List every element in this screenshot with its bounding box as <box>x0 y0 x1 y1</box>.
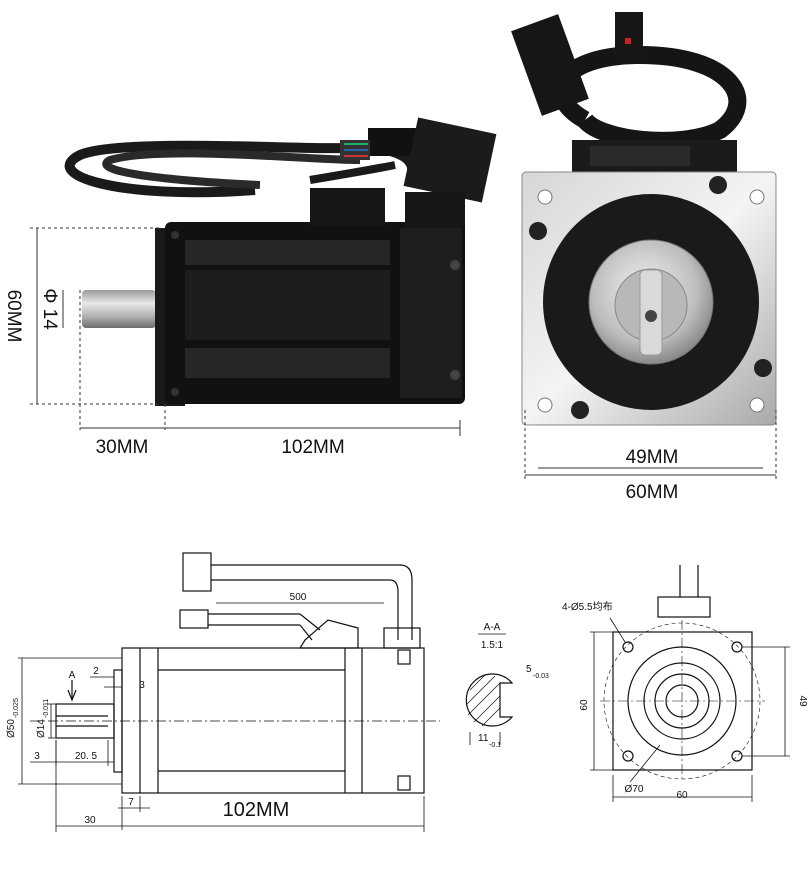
holes-label: 4-Ø5.5均布 <box>562 601 613 613</box>
shaft-length-label: 30MM <box>96 437 149 458</box>
dia-50-label: Ø50 <box>6 719 17 738</box>
height-label: 60MM <box>3 290 24 343</box>
dim-3-top-label: 3 <box>139 680 145 691</box>
screw <box>571 401 589 419</box>
connector <box>403 117 497 203</box>
key-width-label: 5 <box>526 664 532 675</box>
key-height-tol: -0.1 <box>489 742 501 749</box>
dim-30-label: 30 <box>84 815 96 826</box>
technical-front-drawing <box>590 565 790 802</box>
connector <box>615 12 643 60</box>
front-drawing-labels: 4-Ø5.5均布 60 49 Ø70 60 <box>562 601 808 801</box>
motor-side-photo: 60MM Φ 14 30MM 102MM <box>3 117 497 458</box>
screw <box>529 222 547 240</box>
section-scale: 1.5:1 <box>481 640 504 651</box>
encoder-connector <box>182 552 212 592</box>
dia-70-label: Ø70 <box>625 784 644 795</box>
bottom-60-label: 60 <box>676 790 688 801</box>
key-width-tol: -0.03 <box>533 673 549 680</box>
dia-50-tol-label: -0.025 <box>13 698 20 718</box>
technical-side-drawing <box>18 552 440 832</box>
dim-7-label: 7 <box>128 797 134 808</box>
section-mark-a: A <box>69 670 76 681</box>
bolt-span-label: 49MM <box>626 447 679 468</box>
shaft <box>82 290 156 328</box>
screw <box>754 359 772 377</box>
connector <box>511 14 589 116</box>
power-connector <box>179 609 209 629</box>
mount-hole <box>622 750 634 762</box>
key-height-label: 11 <box>478 733 489 744</box>
side-49-label: 49 <box>797 695 808 707</box>
section-title: A-A <box>484 622 501 633</box>
dim-20-5-label: 20. 5 <box>75 751 98 762</box>
side-60-label: 60 <box>579 699 590 711</box>
cable-length-label: 500 <box>290 592 307 603</box>
side-drawing-labels: 500 2 3 A Ø50 -0.025 Ø14 -0.011 3 20. 5 … <box>6 592 307 826</box>
body-length-label: 102MM <box>281 437 344 458</box>
dia-14-tol-label: -0.011 <box>43 699 50 718</box>
shaft-section <box>465 673 514 727</box>
motor-front-photo: 49MM 60MM <box>511 12 777 503</box>
dia-14-label: Ø14 <box>36 719 47 738</box>
connector <box>368 128 418 156</box>
mount-hole <box>731 641 743 653</box>
section-a-a: A-A 1.5:1 5 -0.03 11 -0.1 <box>465 622 549 749</box>
dim-3-left-label: 3 <box>34 751 40 762</box>
screw <box>709 176 727 194</box>
mount-hole <box>622 641 634 653</box>
shaft-dia-label: Φ 14 <box>39 288 60 330</box>
body-length-drawing-label: 102MM <box>223 799 290 821</box>
flange-width-label: 60MM <box>626 482 679 503</box>
dim-2-label: 2 <box>93 666 99 677</box>
